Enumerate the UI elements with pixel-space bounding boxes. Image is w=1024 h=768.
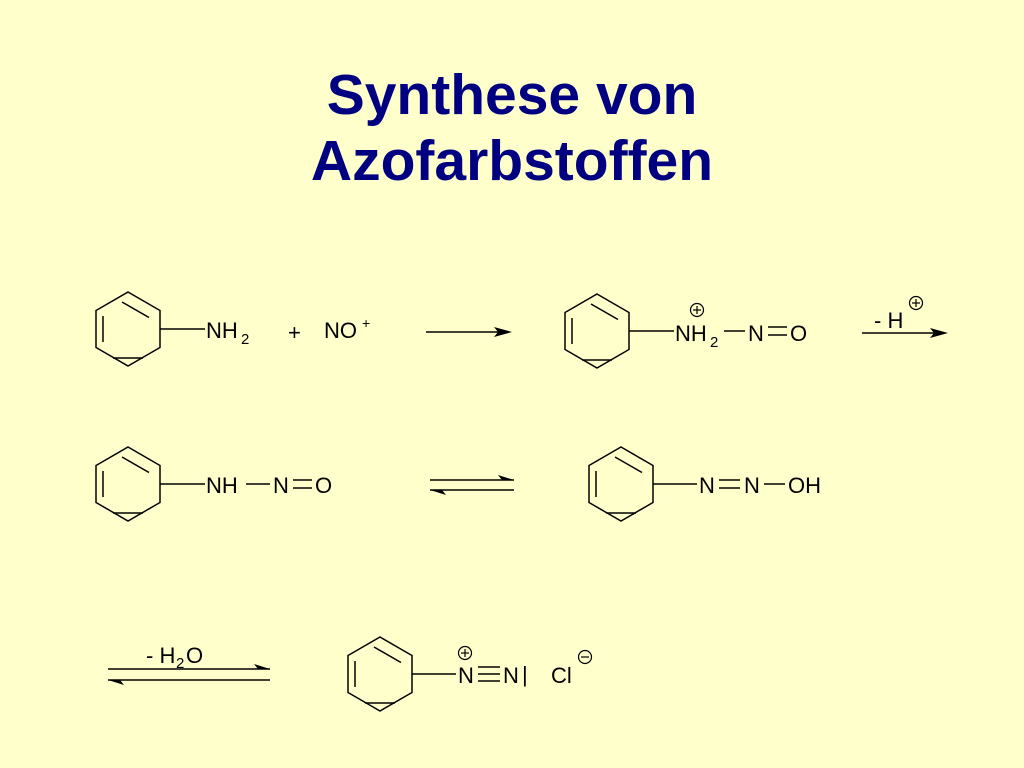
benzene-ring: [347, 636, 413, 712]
inter-nh-subscript: 2: [710, 334, 718, 351]
positive-charge-icon: [908, 295, 924, 311]
title-line-1: Synthese von: [326, 63, 698, 127]
benzene-ring: [95, 446, 161, 522]
page-title: Synthese von Azofarbstoffen: [0, 62, 1024, 194]
nitrosyl-charge: +: [362, 315, 370, 331]
lone-pair-icon: |: [522, 662, 528, 687]
aniline-nh-subscript: 2: [241, 331, 249, 348]
dehydration-arrow: - H 2 O: [108, 643, 270, 685]
chloride-label: Cl: [551, 663, 572, 688]
inter-nh-label: NH: [675, 321, 707, 346]
forward-arrow-1: [426, 327, 512, 337]
arrow-label-minus-h: - H: [874, 308, 903, 333]
diazohydroxide-molecule: N N OH: [588, 446, 821, 522]
diazonium-n2-label: N: [503, 663, 519, 688]
n-nitrosoaniline-molecule: NH N O: [95, 446, 332, 522]
left-nh-label: NH: [206, 473, 238, 498]
benzene-ring: [588, 446, 654, 522]
n-nitrosoanilinium-molecule: NH 2 N O: [564, 293, 807, 369]
aniline-molecule: NH 2: [95, 291, 249, 367]
left-o-label: O: [315, 473, 332, 498]
arrow-label-minus-h2o-sub: 2: [176, 655, 184, 672]
plus-sign: +: [288, 320, 301, 345]
right-n1-label: N: [699, 473, 715, 498]
right-oh-label: OH: [788, 473, 821, 498]
arrow-label-minus-h2o-h: - H: [146, 643, 175, 668]
aniline-nh-label: NH: [206, 318, 238, 343]
forward-arrow-2: - H: [862, 295, 948, 338]
title-line-2: Azofarbstoffen: [310, 129, 714, 193]
benzene-ring: [95, 291, 161, 367]
left-n-label: N: [273, 473, 289, 498]
positive-charge-icon: [689, 302, 705, 318]
positive-charge-icon: [457, 645, 473, 661]
arrow-label-minus-h2o-o: O: [186, 643, 203, 668]
inter-n-label: N: [748, 321, 764, 346]
diazonium-chloride-molecule: N N | Cl: [347, 636, 593, 712]
negative-charge-icon: [577, 649, 593, 665]
nitrosyl-label: NO: [324, 318, 357, 343]
right-n2-label: N: [744, 473, 760, 498]
benzene-ring: [564, 293, 630, 369]
diazonium-n1-label: N: [458, 663, 474, 688]
equilibrium-arrow: [430, 475, 514, 495]
inter-o-label: O: [790, 321, 807, 346]
